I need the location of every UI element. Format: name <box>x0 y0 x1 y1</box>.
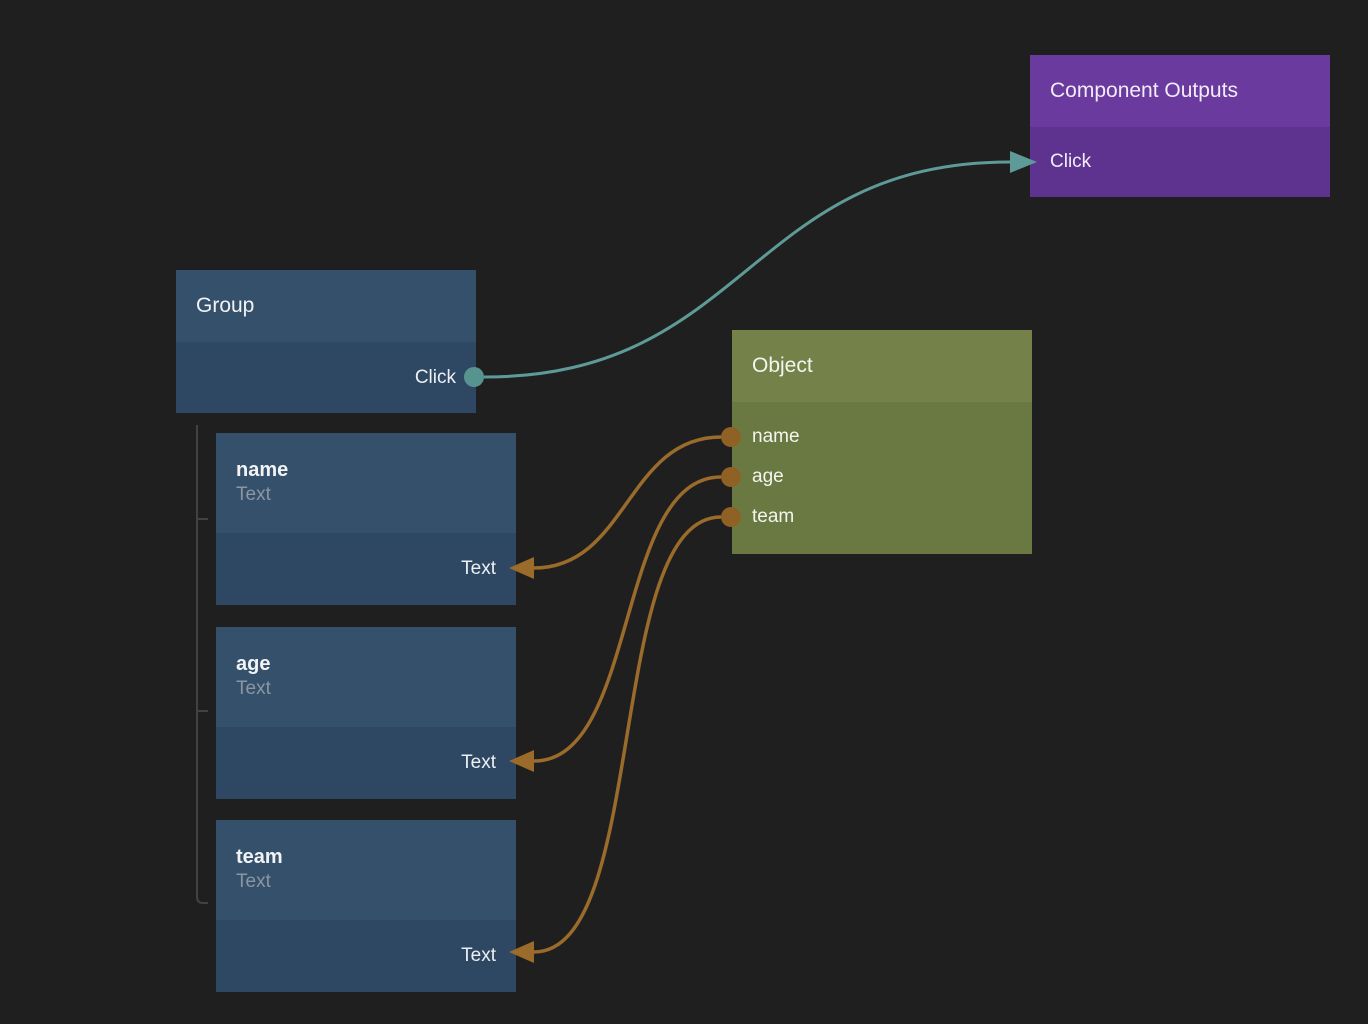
input-row-text[interactable]: Text <box>216 920 516 992</box>
node-field-name-header: name Text <box>216 433 516 533</box>
node-group-header: Group <box>176 270 476 342</box>
connection-object-team-to-team-text[interactable] <box>533 515 722 954</box>
node-group[interactable]: Group Click <box>176 270 476 413</box>
output-row-team[interactable]: team <box>732 497 1032 537</box>
output-row-click[interactable]: Click <box>176 342 476 413</box>
input-row-click[interactable]: Click <box>1030 127 1330 197</box>
node-component-outputs-header: Component Outputs <box>1030 55 1330 127</box>
node-object-body: name age team <box>732 402 1032 554</box>
output-label: team <box>752 506 795 527</box>
node-field-age-body: Text <box>216 727 516 799</box>
field-title: age <box>236 653 271 676</box>
input-label: Click <box>1050 151 1092 172</box>
input-label: Text <box>461 752 496 773</box>
node-field-name-body: Text <box>216 533 516 605</box>
field-type-label: Text <box>236 678 271 700</box>
connection-object-age-to-age-text[interactable] <box>533 475 722 763</box>
node-title: Component Outputs <box>1050 79 1238 102</box>
input-row-text[interactable]: Text <box>216 727 516 799</box>
output-row-age[interactable]: age <box>732 457 1032 497</box>
output-row-name[interactable]: name <box>732 417 1032 457</box>
output-label: Click <box>414 366 456 388</box>
node-title: Object <box>752 354 813 377</box>
input-label: Text <box>461 945 496 966</box>
output-label: name <box>752 426 800 447</box>
node-field-team[interactable]: team Text Text <box>216 820 516 992</box>
node-component-outputs-body: Click <box>1030 127 1330 197</box>
field-title: name <box>236 459 289 482</box>
input-label: Text <box>461 558 496 579</box>
connection-object-name-to-name-text[interactable] <box>533 435 722 570</box>
node-field-team-header: team Text <box>216 820 516 920</box>
field-type-label: Text <box>236 871 271 893</box>
node-object[interactable]: Object name age team <box>732 330 1032 554</box>
node-field-age-header: age Text <box>216 627 516 727</box>
node-object-header: Object <box>732 330 1032 402</box>
node-field-team-body: Text <box>216 920 516 992</box>
node-field-age[interactable]: age Text Text <box>216 627 516 799</box>
field-type-label: Text <box>236 484 271 506</box>
node-title: Group <box>196 294 255 317</box>
input-row-text[interactable]: Text <box>216 533 516 605</box>
node-component-outputs[interactable]: Component Outputs Click <box>1030 55 1330 197</box>
field-title: team <box>236 846 283 869</box>
node-field-name[interactable]: name Text Text <box>216 433 516 605</box>
output-label: age <box>752 466 784 487</box>
node-group-body: Click <box>176 342 476 413</box>
group-children-tree-line <box>196 425 208 904</box>
